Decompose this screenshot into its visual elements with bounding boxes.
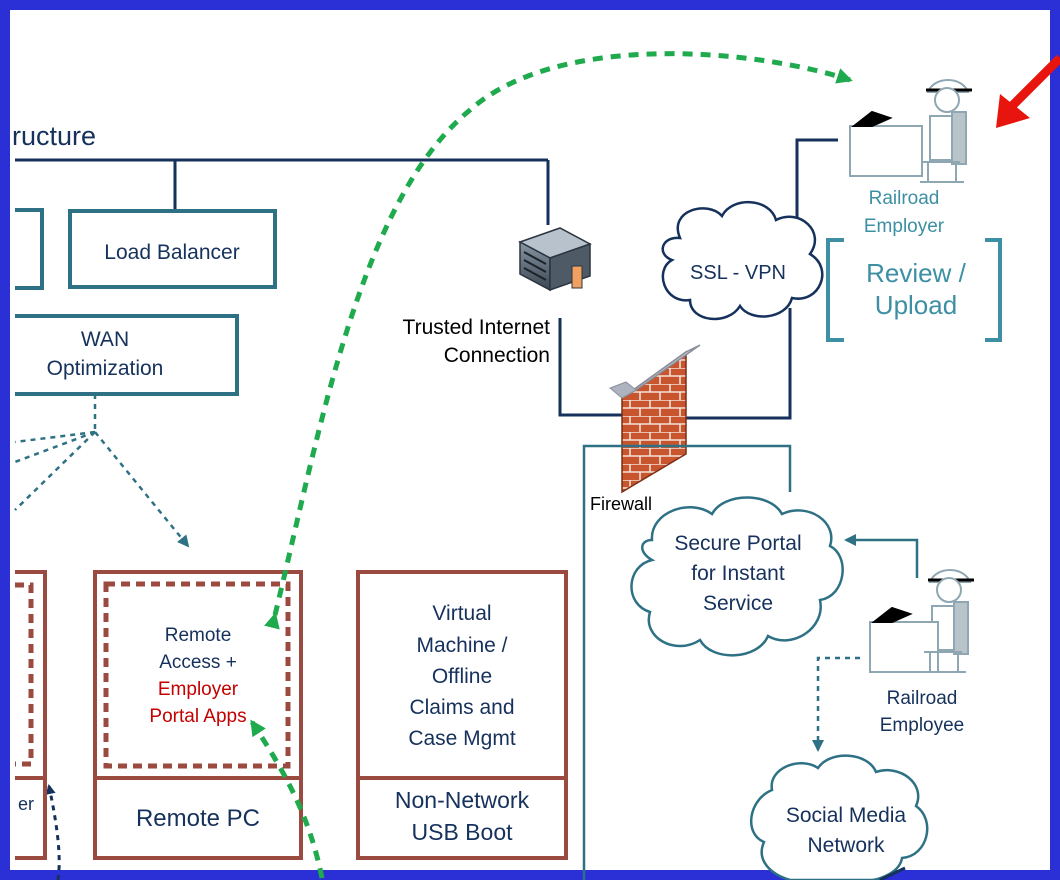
remote-pc-label: Remote PC [136, 805, 260, 832]
employer-label-line2: Employer [864, 216, 945, 237]
employer-person-icon [849, 79, 972, 183]
employee-person-icon [869, 569, 974, 673]
remote-access-line3: Employer [158, 679, 239, 700]
social-media-cloud [750, 754, 929, 880]
vm-line1: Virtual [432, 602, 491, 625]
remote-access-line1: Remote [165, 625, 232, 646]
firewall-icon [609, 344, 701, 494]
wan-label-line2: Optimization [47, 357, 164, 380]
review-upload-line1: Review / [866, 258, 966, 288]
wan-box [15, 314, 239, 396]
social-media-line1: Social Media [786, 804, 907, 827]
secure-portal-line3: Service [703, 592, 773, 615]
title-fragment: ructure [12, 121, 96, 151]
ssl-vpn-label: SSL - VPN [690, 262, 786, 284]
vm-line3: Offline [432, 665, 492, 688]
server-icon [518, 227, 592, 292]
green-flow-arrows [249, 51, 853, 879]
load-balancer-label: Load Balancer [104, 241, 239, 264]
employee-to-social-arrow [812, 656, 860, 752]
usb-line1: Non-Network [395, 787, 530, 813]
usb-line2: USB Boot [412, 819, 514, 845]
remote-access-line4: Portal Apps [149, 706, 246, 727]
trusted-internet-line1: Trusted Internet [403, 316, 551, 339]
vm-line4: Claims and [409, 696, 514, 719]
review-upload-line2: Upload [875, 290, 957, 320]
social-media-line2: Network [807, 834, 885, 857]
secure-portal-line1: Secure Portal [674, 532, 801, 555]
wan-label-line1: WAN [81, 328, 129, 351]
trusted-internet-line2: Connection [444, 344, 550, 367]
ssl-vpn-cloud [661, 201, 824, 321]
left-cut-label: er [18, 794, 34, 814]
secure-portal-line2: for Instant [691, 562, 785, 585]
highlight-red-arrow [996, 54, 1060, 128]
social-media-arrow-stub [879, 866, 906, 880]
employer-label-line1: Railroad [869, 188, 940, 209]
employee-to-portal-arrow [844, 534, 919, 578]
employee-label-line2: Employee [880, 715, 965, 736]
firewall-label: Firewall [590, 494, 652, 514]
vm-line2: Machine / [416, 634, 507, 657]
vm-line5: Case Mgmt [408, 727, 516, 750]
remote-access-line2: Access + [159, 652, 237, 673]
left-cut-box [15, 208, 44, 290]
employee-label-line1: Railroad [887, 688, 958, 709]
wan-fan-lines [14, 394, 190, 548]
client-boxes [15, 570, 568, 860]
